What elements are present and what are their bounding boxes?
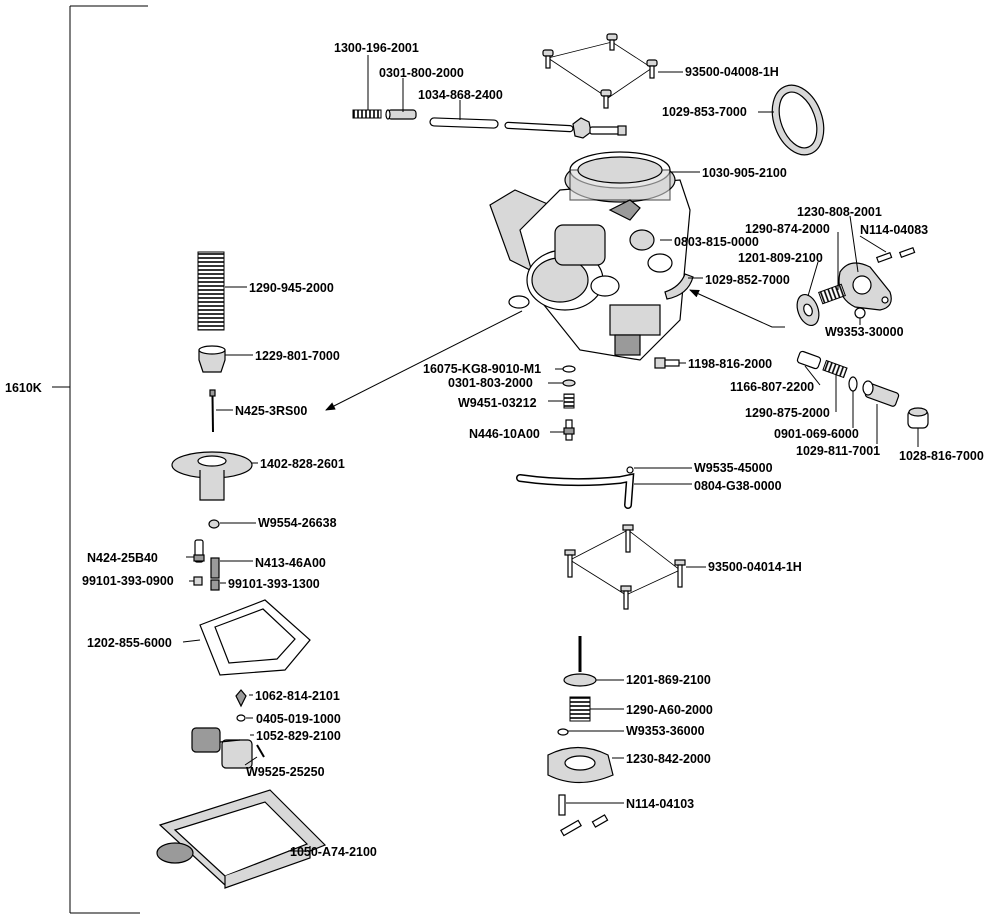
float-bowl-screws [564, 524, 686, 610]
label-1202-855-6000: 1202-855-6000 [87, 636, 172, 650]
label-n413-46a00: N413-46A00 [255, 556, 326, 570]
label-99101-393-0900: 99101-393-0900 [82, 574, 174, 588]
assembly-label: 1610K [5, 381, 42, 395]
adjuster-cable-end [504, 117, 627, 139]
label-1230-842-2000: 1230-842-2000 [626, 752, 711, 766]
float-valve-stack [562, 365, 576, 441]
label-0804-g38-0000: 0804-G38-0000 [694, 479, 782, 493]
float-pin-clip [236, 714, 246, 722]
needle-jet [193, 539, 205, 563]
pump-cover [838, 262, 892, 311]
label-1198-816-2000: 1198-816-2000 [688, 357, 772, 371]
label-93500-04008-1h: 93500-04008-1H [685, 65, 779, 79]
pump-diaphragm [796, 293, 820, 327]
assembly-bracket [52, 5, 148, 914]
label-1029-853-7000: 1029-853-7000 [662, 105, 747, 119]
adjuster-rod [429, 117, 499, 129]
label-n114-04083: N114-04083 [860, 223, 928, 237]
label-1290-a60-2000: 1290-A60-2000 [626, 703, 713, 717]
arrow-slide-assembly [325, 310, 523, 411]
label-n446-10a00: N446-10A00 [469, 427, 540, 441]
main-jet [208, 519, 220, 529]
float-bowl [156, 789, 327, 889]
jet-needle [209, 389, 216, 433]
label-w9353-30000: W9353-30000 [825, 325, 904, 339]
plug-large [210, 579, 220, 591]
label-1050-a74-2100: 1050-A74-2100 [290, 845, 377, 859]
pilot-screw-body [862, 380, 900, 407]
label-1029-852-7000: 1029-852-7000 [705, 273, 790, 287]
label-16075-kg8-9010-m1: 16075-KG8-9010-M1 [423, 362, 541, 376]
vent-hose [516, 466, 635, 509]
label-1290-874-2000: 1290-874-2000 [745, 222, 830, 236]
label-0301-803-2000: 0301-803-2000 [448, 376, 533, 390]
label-n424-25b40: N424-25B40 [87, 551, 158, 565]
label-w9554-26638: W9554-26638 [258, 516, 337, 530]
label-w9451-03212: W9451-03212 [458, 396, 537, 410]
label-0901-069-6000: 0901-069-6000 [774, 427, 859, 441]
pilot-washer [848, 376, 858, 392]
label-1402-828-2601: 1402-828-2601 [260, 457, 345, 471]
label-1201-869-2100: 1201-869-2100 [626, 673, 711, 687]
label-0301-800-2000: 0301-800-2000 [379, 66, 464, 80]
main-jet-holder [210, 557, 220, 579]
arrow-pump-assembly [689, 289, 785, 328]
label-1230-808-2001: 1230-808-2001 [797, 205, 882, 219]
label-1300-196-2001: 1300-196-2001 [334, 41, 419, 55]
pump-lower-screws [558, 794, 609, 837]
label-w9535-45000: W9535-45000 [694, 461, 773, 475]
label-1028-816-7000: 1028-816-7000 [899, 449, 984, 463]
pump-cover-screws [875, 246, 916, 263]
float-pin [256, 744, 265, 758]
pump-oring-w9353-36000 [557, 728, 569, 736]
pump-spring [818, 283, 846, 305]
pilot-spring [822, 359, 848, 379]
label-0405-019-1000: 0405-019-1000 [256, 712, 341, 726]
label-w9353-36000: W9353-36000 [626, 724, 705, 738]
throttle-stop-spring [352, 109, 382, 119]
label-1052-829-2100: 1052-829-2100 [256, 729, 341, 743]
slide-spring [197, 251, 225, 331]
top-cover-screws [542, 33, 658, 109]
label-1201-809-2100: 1201-809-2100 [738, 251, 823, 265]
label-w9525-25250: W9525-25250 [246, 765, 325, 779]
label-n425-3rs00: N425-3RS00 [235, 404, 307, 418]
label-93500-04014-1h: 93500-04014-1H [708, 560, 802, 574]
label-1229-801-7000: 1229-801-7000 [255, 349, 340, 363]
vacuum-diaphragm [171, 451, 253, 501]
label-1290-945-2000: 1290-945-2000 [249, 281, 334, 295]
pilot-screw [796, 350, 822, 370]
pump-piston-spring [569, 696, 591, 722]
pump-lower-cover [547, 746, 614, 784]
float-needle-valve [235, 689, 247, 708]
label-1034-868-2400: 1034-868-2400 [418, 88, 503, 102]
pilot-cap [907, 407, 929, 429]
float [191, 727, 253, 769]
label-1290-875-2000: 1290-875-2000 [745, 406, 830, 420]
label-0803-815-0000: 0803-815-0000 [674, 235, 759, 249]
label-99101-393-1300: 99101-393-1300 [228, 577, 320, 591]
needle-retainer [198, 345, 226, 373]
choke-elbow [664, 273, 694, 300]
throttle-stop-pin [385, 109, 417, 120]
label-1029-811-7001: 1029-811-7001 [796, 444, 880, 458]
label-1166-807-2200: 1166-807-2200 [730, 380, 814, 394]
carburetor-body [489, 151, 691, 361]
pump-piston [563, 636, 597, 687]
label-1062-814-2101: 1062-814-2101 [255, 689, 340, 703]
label-1030-905-2100: 1030-905-2100 [702, 166, 787, 180]
top-cover-oring [771, 84, 825, 156]
drain-screw [654, 357, 680, 369]
label-n114-04103: N114-04103 [626, 797, 694, 811]
plug-small [193, 576, 203, 586]
float-bowl-gasket [199, 599, 311, 676]
pump-oring-w9353-30000 [854, 307, 866, 319]
